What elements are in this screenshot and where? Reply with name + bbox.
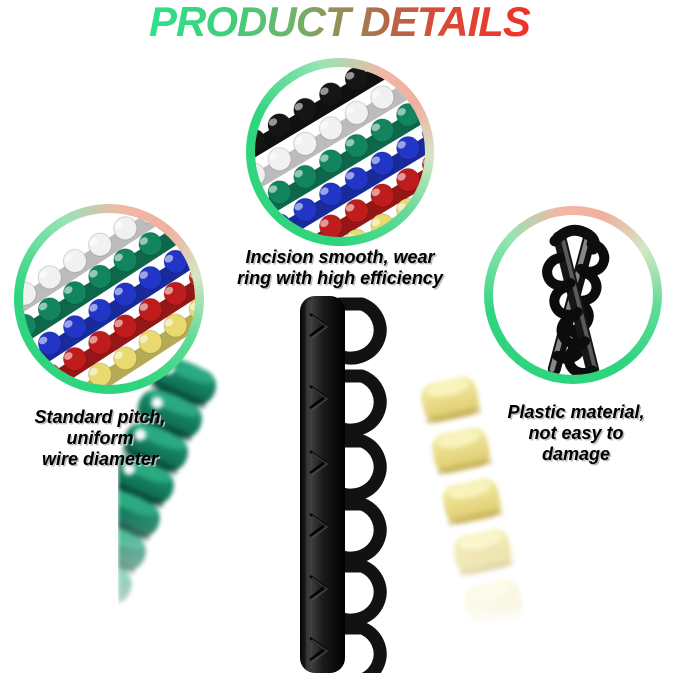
caption-standard-pitch: Standard pitch, uniform wire diameter <box>5 407 195 470</box>
caption-line: not easy to <box>528 423 624 443</box>
yellow-binding-comb-photo <box>384 372 554 642</box>
callout-photo-combs-assorted <box>255 67 425 237</box>
callout-incision-smooth <box>246 58 434 246</box>
callout-ring <box>484 206 662 384</box>
caption-line: Incision smooth, wear <box>245 247 435 267</box>
callout-photo-black-combs <box>493 215 653 375</box>
caption-line: wire diameter <box>41 449 159 469</box>
caption-plastic-material: Plastic material, not easy to damage <box>476 402 676 465</box>
black-comb-graphic <box>300 296 387 673</box>
callout-plastic-material <box>484 206 662 384</box>
callout-ring <box>14 204 204 394</box>
caption-line: Plastic material, <box>507 402 645 422</box>
yellow-comb-graphic <box>421 376 523 626</box>
black-combs-apex-graphic <box>542 224 610 375</box>
callout-ring <box>246 58 434 246</box>
callout-standard-pitch <box>14 204 204 394</box>
callout-photo-combs-assorted <box>23 213 195 385</box>
page-title: PRODUCT DETAILS <box>149 0 531 45</box>
caption-line: ring with high efficiency <box>237 268 443 288</box>
header: PRODUCT DETAILS <box>0 0 679 44</box>
caption-incision-smooth: Incision smooth, wear ring with high eff… <box>180 247 500 289</box>
assorted-combs-graphic <box>255 67 425 237</box>
assorted-combs-graphic <box>23 213 195 385</box>
caption-line: Standard pitch, <box>34 407 166 427</box>
caption-line: damage <box>541 444 611 464</box>
caption-line: uniform <box>66 428 134 448</box>
black-binding-comb-photo <box>282 294 410 673</box>
